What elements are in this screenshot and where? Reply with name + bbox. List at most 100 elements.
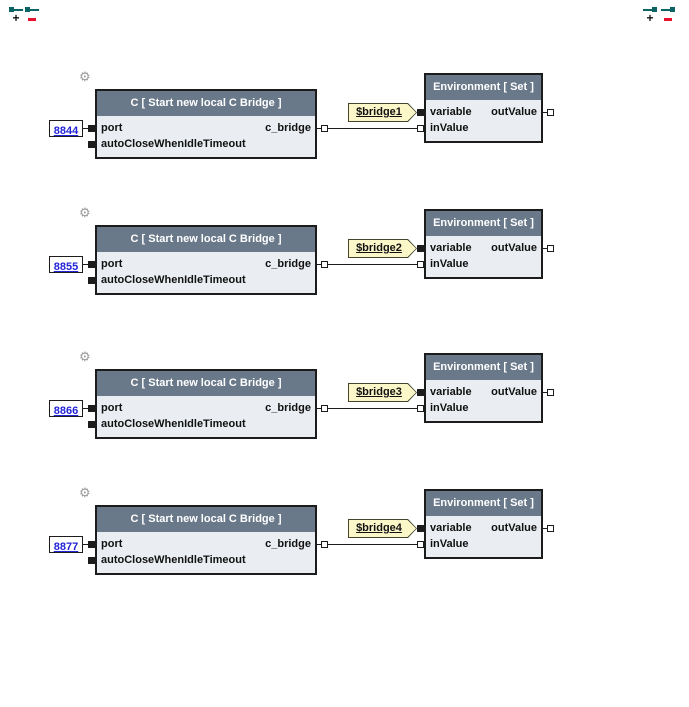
environment-set-block-title[interactable]: Environment [ Set ] bbox=[426, 75, 541, 100]
c-bridge-block-title[interactable]: C [ Start new local C Bridge ] bbox=[97, 227, 315, 252]
autoclose-input-label: autoCloseWhenIdleTimeout bbox=[101, 274, 246, 286]
invalue-input-pin[interactable] bbox=[417, 541, 424, 548]
environment-set-block-title[interactable]: Environment [ Set ] bbox=[426, 491, 541, 516]
invalue-input-label: inValue bbox=[430, 538, 469, 550]
port-value[interactable]: 8844 bbox=[53, 125, 79, 137]
environment-set-block[interactable]: Environment [ Set ] variable outValue in… bbox=[424, 353, 543, 423]
c-bridge-block[interactable]: C [ Start new local C Bridge ] port c_br… bbox=[95, 225, 317, 295]
c-bridge-block-title[interactable]: C [ Start new local C Bridge ] bbox=[97, 507, 315, 532]
bridge-node-group: ⚙ 8855 C [ Start new local C Bridge ] po… bbox=[45, 206, 565, 298]
c-bridge-block-title[interactable]: C [ Start new local C Bridge ] bbox=[97, 371, 315, 396]
c-bridge-output-pin[interactable] bbox=[321, 541, 328, 548]
c-bridge-block[interactable]: C [ Start new local C Bridge ] port c_br… bbox=[95, 505, 317, 575]
environment-set-block[interactable]: Environment [ Set ] variable outValue in… bbox=[424, 73, 543, 143]
port-value[interactable]: 8866 bbox=[53, 405, 79, 417]
c-bridge-output-label: c_bridge bbox=[265, 538, 311, 550]
variable-tag[interactable]: $bridge2 bbox=[348, 239, 417, 258]
gear-icon[interactable]: ⚙ bbox=[79, 69, 91, 84]
node-add-tool[interactable]: + bbox=[643, 6, 657, 26]
c-bridge-block[interactable]: C [ Start new local C Bridge ] port c_br… bbox=[95, 89, 317, 159]
environment-set-block[interactable]: Environment [ Set ] variable outValue in… bbox=[424, 489, 543, 559]
autoclose-input-pin[interactable] bbox=[88, 277, 95, 284]
variable-input-pin[interactable] bbox=[417, 245, 424, 252]
port-input-label: port bbox=[101, 258, 123, 270]
port-row: port c_bridge bbox=[97, 400, 315, 416]
connection-wire bbox=[317, 408, 417, 409]
outvalue-output-pin[interactable] bbox=[547, 109, 554, 116]
port-input-pin[interactable] bbox=[88, 261, 95, 268]
variable-tag-label[interactable]: $bridge2 bbox=[349, 240, 416, 257]
port-input-pin[interactable] bbox=[88, 125, 95, 132]
port-input-pin[interactable] bbox=[88, 541, 95, 548]
invalue-input-label: inValue bbox=[430, 122, 469, 134]
port-input-pin[interactable] bbox=[88, 405, 95, 412]
port-row: autoCloseWhenIdleTimeout bbox=[97, 272, 315, 288]
c-bridge-output-label: c_bridge bbox=[265, 258, 311, 270]
autoclose-input-pin[interactable] bbox=[88, 141, 95, 148]
invalue-input-pin[interactable] bbox=[417, 261, 424, 268]
port-row: variable outValue bbox=[426, 240, 541, 256]
c-bridge-block-body: port c_bridge autoCloseWhenIdleTimeout bbox=[97, 532, 315, 568]
node-remove-tool[interactable] bbox=[25, 6, 39, 26]
variable-tag[interactable]: $bridge1 bbox=[348, 103, 417, 122]
c-bridge-output-pin[interactable] bbox=[321, 125, 328, 132]
outvalue-wire-stub bbox=[543, 112, 550, 113]
plus-icon: + bbox=[12, 11, 20, 25]
c-bridge-block-title[interactable]: C [ Start new local C Bridge ] bbox=[97, 91, 315, 116]
node-stub-icon bbox=[25, 6, 39, 14]
gear-icon[interactable]: ⚙ bbox=[79, 205, 91, 220]
node-remove-tool[interactable] bbox=[661, 6, 675, 26]
autoclose-input-pin[interactable] bbox=[88, 557, 95, 564]
variable-tag-label[interactable]: $bridge4 bbox=[349, 520, 416, 537]
node-stub-icon bbox=[661, 6, 675, 14]
c-bridge-block-body: port c_bridge autoCloseWhenIdleTimeout bbox=[97, 396, 315, 432]
port-value-box[interactable]: 8877 bbox=[49, 536, 83, 553]
c-bridge-output-pin[interactable] bbox=[321, 405, 328, 412]
variable-tag-label[interactable]: $bridge1 bbox=[349, 104, 416, 121]
environment-set-block[interactable]: Environment [ Set ] variable outValue in… bbox=[424, 209, 543, 279]
variable-tag[interactable]: $bridge4 bbox=[348, 519, 417, 538]
port-row: inValue bbox=[426, 120, 541, 136]
value-wire bbox=[83, 544, 89, 545]
variable-input-pin[interactable] bbox=[417, 389, 424, 396]
variable-tag[interactable]: $bridge3 bbox=[348, 383, 417, 402]
variable-input-label: variable bbox=[430, 522, 472, 534]
c-bridge-output-label: c_bridge bbox=[265, 122, 311, 134]
c-bridge-block[interactable]: C [ Start new local C Bridge ] port c_br… bbox=[95, 369, 317, 439]
environment-set-block-title[interactable]: Environment [ Set ] bbox=[426, 355, 541, 380]
gear-icon[interactable]: ⚙ bbox=[79, 485, 91, 500]
variable-input-pin[interactable] bbox=[417, 525, 424, 532]
port-row: inValue bbox=[426, 256, 541, 272]
port-value[interactable]: 8877 bbox=[53, 541, 79, 553]
variable-input-pin[interactable] bbox=[417, 109, 424, 116]
outvalue-output-label: outValue bbox=[491, 242, 537, 254]
port-row: autoCloseWhenIdleTimeout bbox=[97, 552, 315, 568]
node-add-tool[interactable]: + bbox=[9, 6, 23, 26]
outvalue-wire-stub bbox=[543, 528, 550, 529]
environment-set-block-title[interactable]: Environment [ Set ] bbox=[426, 211, 541, 236]
outvalue-output-pin[interactable] bbox=[547, 245, 554, 252]
autoclose-input-pin[interactable] bbox=[88, 421, 95, 428]
gear-icon[interactable]: ⚙ bbox=[79, 349, 91, 364]
port-value-box[interactable]: 8855 bbox=[49, 256, 83, 273]
outvalue-output-pin[interactable] bbox=[547, 525, 554, 532]
c-bridge-block-body: port c_bridge autoCloseWhenIdleTimeout bbox=[97, 252, 315, 288]
port-row: autoCloseWhenIdleTimeout bbox=[97, 416, 315, 432]
port-row: port c_bridge bbox=[97, 256, 315, 272]
variable-tag-label[interactable]: $bridge3 bbox=[349, 384, 416, 401]
port-value[interactable]: 8855 bbox=[53, 261, 79, 273]
c-bridge-output-label: c_bridge bbox=[265, 402, 311, 414]
port-input-label: port bbox=[101, 402, 123, 414]
autoclose-input-label: autoCloseWhenIdleTimeout bbox=[101, 418, 246, 430]
port-row: variable outValue bbox=[426, 104, 541, 120]
connection-wire bbox=[317, 544, 417, 545]
c-bridge-output-pin[interactable] bbox=[321, 261, 328, 268]
port-row: port c_bridge bbox=[97, 536, 315, 552]
invalue-input-pin[interactable] bbox=[417, 125, 424, 132]
outvalue-output-label: outValue bbox=[491, 386, 537, 398]
outvalue-output-pin[interactable] bbox=[547, 389, 554, 396]
port-value-box[interactable]: 8844 bbox=[49, 120, 83, 137]
port-value-box[interactable]: 8866 bbox=[49, 400, 83, 417]
invalue-input-pin[interactable] bbox=[417, 405, 424, 412]
